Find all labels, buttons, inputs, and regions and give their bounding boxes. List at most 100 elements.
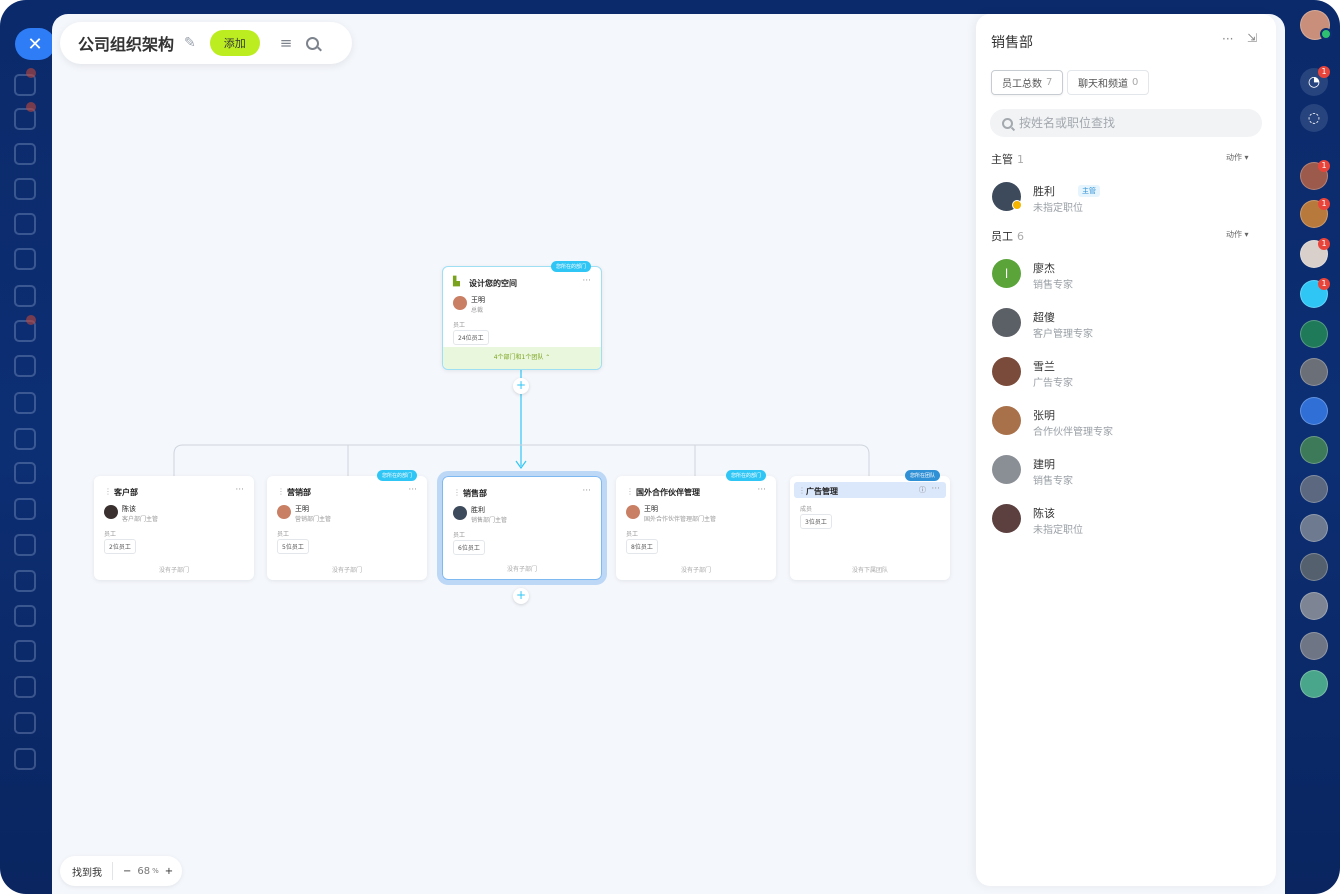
panel-title: 销售部 <box>991 35 1033 51</box>
employee-item[interactable]: l 廖杰 销售专家 <box>992 259 1262 291</box>
users-icon[interactable] <box>14 498 36 520</box>
inbox-icon[interactable] <box>14 676 36 698</box>
org-icon[interactable] <box>14 640 36 662</box>
chat-avatar[interactable] <box>1300 475 1328 503</box>
manager-item[interactable]: 胜利 主管 未指定职位 <box>992 182 1262 214</box>
employees-label: 员工 <box>453 322 466 329</box>
org-card[interactable]: 客户部 ⋮ ··· 陈该 客户部门主管 员工 2位员工 没有子部门 <box>94 476 254 580</box>
manager-role: 总裁 <box>471 307 484 314</box>
tab-count: 7 <box>1046 77 1053 88</box>
chat-avatar[interactable] <box>1300 514 1328 542</box>
more-icon[interactable]: ··· <box>235 485 244 495</box>
org-card[interactable]: 您所在的部门 营销部 ⋮ ··· 王明 营销部门主管 员工 5位员工 没有子部门 <box>267 470 427 580</box>
notification-bell-icon[interactable]: ◔ <box>1300 68 1328 96</box>
employees-label: 员工 <box>277 531 290 538</box>
department-panel: 销售部 ··· ⇲ 员工总数 7 聊天和频道 0 主管1 动作 ▾ 胜利 主管 … <box>976 14 1276 886</box>
more-icon[interactable]: ··· <box>931 484 940 494</box>
employees-count[interactable]: 2位员工 <box>104 539 136 554</box>
employee-item[interactable]: 张明 合作伙伴管理专家 <box>992 406 1262 438</box>
zoom-in-button[interactable]: + <box>164 865 174 877</box>
badge <box>26 102 36 112</box>
more-icon[interactable]: ··· <box>582 276 591 286</box>
collapse-icon[interactable]: ⇲ <box>1247 31 1258 45</box>
chat-bubble-icon[interactable] <box>1300 280 1328 308</box>
chat-avatar[interactable] <box>1300 162 1328 190</box>
checklist-icon[interactable] <box>14 248 36 270</box>
employees-count[interactable]: 6位员工 <box>453 540 485 555</box>
chat-avatar[interactable] <box>1300 632 1328 660</box>
employees-count[interactable]: 24位员工 <box>453 330 489 345</box>
pin-icon[interactable]: ✎ <box>184 35 196 51</box>
subdept-toggle[interactable]: 4个部门和1个团队 ⌃ <box>443 347 601 369</box>
chat-avatar[interactable] <box>1300 358 1328 386</box>
chart-icon[interactable] <box>14 605 36 627</box>
employee-item[interactable]: 陈该 未指定职位 <box>992 504 1262 536</box>
employee-item[interactable]: 建明 销售专家 <box>992 455 1262 487</box>
info-icon[interactable]: ⓘ <box>919 486 926 494</box>
person-name: 张明 <box>1033 409 1055 422</box>
employees-action-menu[interactable]: 动作 ▾ <box>1226 229 1249 240</box>
drag-handle-icon[interactable]: ⋮ <box>798 486 806 495</box>
members-count[interactable]: 3位员工 <box>800 514 832 529</box>
store-icon[interactable] <box>14 143 36 165</box>
org-card-selected[interactable]: 销售部 ⋮ ··· 胜利 销售部门主管 员工 6位员工 没有子部门 <box>437 471 607 585</box>
menu-icon[interactable]: ≡ <box>279 34 293 52</box>
dept-tag: 您所在的部门 <box>550 261 591 272</box>
team-tag: 您所在团队 <box>904 470 940 481</box>
org-card-team[interactable]: 您所在团队 广告管理 ⋮ ··· ⓘ 成员 3位员工 没有下属团队 <box>790 470 950 580</box>
monitor-icon[interactable] <box>14 570 36 592</box>
filter-icon[interactable] <box>14 108 36 130</box>
add-subdept-icon[interactable]: + <box>513 588 529 604</box>
drag-handle-icon[interactable]: ⋮ <box>453 488 461 497</box>
mail-icon[interactable] <box>14 462 36 484</box>
chat-avatar[interactable] <box>1300 592 1328 620</box>
document-icon[interactable] <box>14 392 36 414</box>
cloud-icon[interactable] <box>14 428 36 450</box>
bookmark-icon[interactable] <box>1300 397 1328 425</box>
org-card-root[interactable]: 您所在的部门 设计您的空间 ▙ ··· 王明 总裁 员工 24位员工 4个部门和… <box>442 261 602 370</box>
target-icon[interactable] <box>14 178 36 200</box>
tab-employees[interactable]: 员工总数 7 <box>991 70 1064 95</box>
person-role: 未指定职位 <box>1033 203 1083 214</box>
employees-count[interactable]: 8位员工 <box>626 539 658 554</box>
more-icon[interactable]: ··· <box>757 485 766 495</box>
employee-item[interactable]: 超傻 客户管理专家 <box>992 308 1262 340</box>
org-card[interactable]: 您所在的部门 国外合作伙伴管理 ⋮ ··· 王明 国外合作伙伴管理部门主管 员工… <box>616 470 776 580</box>
manager-name: 王明 <box>295 505 309 513</box>
link-icon[interactable] <box>14 285 36 307</box>
employee-item[interactable]: 雪兰 广告专家 <box>992 357 1262 389</box>
title-bar: 公司组织架构 ✎ 添加 ≡ <box>60 22 352 64</box>
add-subdept-icon[interactable]: + <box>513 378 529 394</box>
messages-icon[interactable]: ◌ <box>1300 104 1328 132</box>
calendar-icon[interactable] <box>14 355 36 377</box>
chat-icon[interactable] <box>14 320 36 342</box>
close-button[interactable]: ✕ <box>15 28 55 60</box>
find-me-button[interactable]: 找到我 <box>72 867 102 879</box>
group-avatar[interactable] <box>1300 320 1328 348</box>
more-icon[interactable] <box>14 748 36 770</box>
employees-count[interactable]: 5位员工 <box>277 539 309 554</box>
more-icon[interactable]: ··· <box>408 485 417 495</box>
chat-avatar[interactable] <box>1300 553 1328 581</box>
section-label: 主管 <box>991 153 1013 166</box>
drag-handle-icon[interactable]: ⋮ <box>277 487 285 496</box>
drag-handle-icon[interactable]: ⋮ <box>104 487 112 496</box>
more-icon[interactable]: ··· <box>582 486 591 496</box>
tasks-icon[interactable] <box>14 74 36 96</box>
cart-icon[interactable] <box>14 213 36 235</box>
add-button[interactable]: 添加 <box>209 30 260 56</box>
person-role: 销售专家 <box>1033 280 1073 291</box>
manager-name: 王明 <box>471 296 485 304</box>
grid-icon[interactable] <box>14 712 36 734</box>
search-icon[interactable] <box>306 36 320 50</box>
member-search-input[interactable] <box>1019 116 1239 130</box>
drag-handle-icon[interactable]: ⋮ <box>626 487 634 496</box>
chat-avatar[interactable] <box>1300 436 1328 464</box>
managers-action-menu[interactable]: 动作 ▾ <box>1226 152 1249 163</box>
chat-avatar[interactable] <box>1300 670 1328 698</box>
tab-chats[interactable]: 聊天和频道 0 <box>1067 70 1150 95</box>
circle-icon[interactable] <box>14 534 36 556</box>
more-icon[interactable]: ··· <box>1222 32 1234 46</box>
zoom-out-button[interactable]: − <box>123 865 132 877</box>
